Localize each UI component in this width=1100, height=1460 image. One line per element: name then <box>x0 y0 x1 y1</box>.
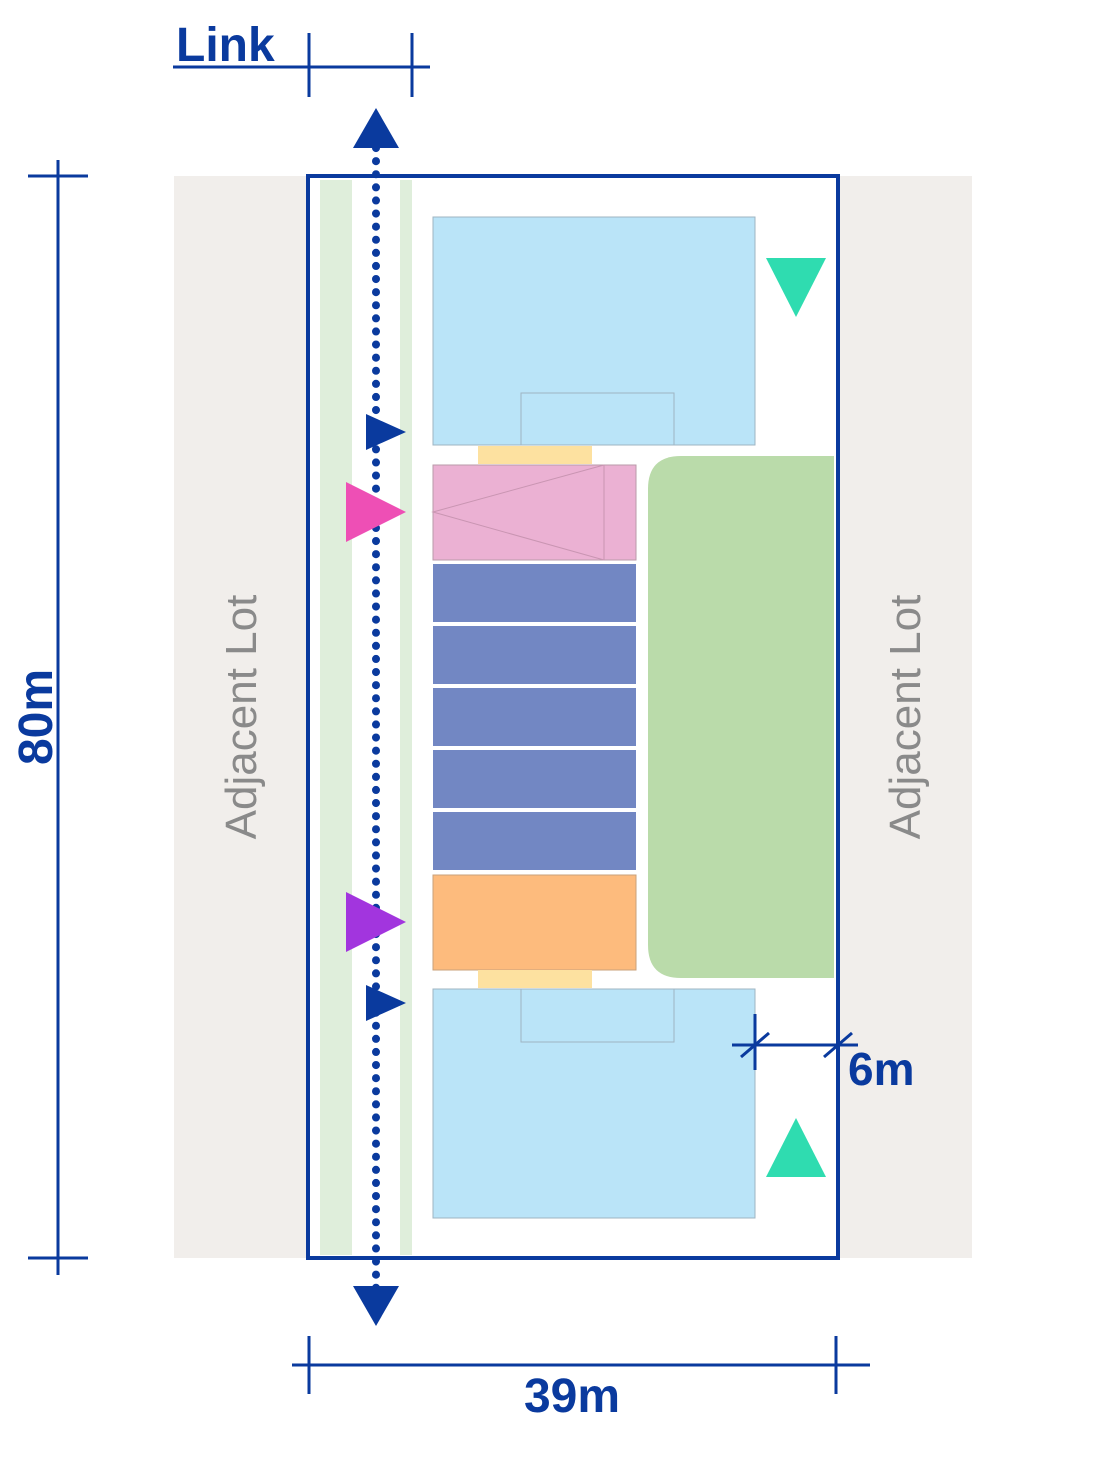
setback-dimension-slash <box>740 1031 770 1059</box>
adjacent-lot-right-label: Adjacent Lot <box>881 595 930 840</box>
green-space <box>648 456 834 978</box>
connector-top <box>478 446 592 464</box>
building-top-inner <box>520 392 675 446</box>
link-access-top-icon <box>366 414 406 450</box>
blue-unit <box>433 750 636 808</box>
adjacent-lot-left <box>174 176 308 1258</box>
orange-unit <box>432 874 637 971</box>
pink-unit <box>432 464 637 561</box>
height-label: 80m <box>10 669 63 765</box>
teal-entry-top-icon <box>766 258 826 317</box>
link-strip-right <box>400 180 412 1255</box>
setback-label: 6m <box>848 1043 914 1095</box>
pink-unit-lines <box>431 464 605 561</box>
link-access-bottom-icon <box>366 985 406 1021</box>
teal-entry-bottom-icon <box>766 1118 826 1177</box>
blue-unit <box>433 626 636 684</box>
connector-bottom <box>478 970 592 988</box>
adjacent-lot-left-label: Adjacent Lot <box>217 595 266 840</box>
purple-entry-icon <box>346 892 406 952</box>
blue-unit <box>433 564 636 622</box>
blue-unit <box>433 688 636 746</box>
arrow-down-icon <box>353 1286 399 1326</box>
building-bottom-inner <box>520 988 675 1043</box>
link-label: Link <box>176 19 275 72</box>
link-strip-left <box>320 180 352 1255</box>
adjacent-lot-right <box>838 176 972 1258</box>
width-label: 39m <box>524 1370 620 1423</box>
blue-unit <box>433 812 636 870</box>
arrow-up-icon <box>353 108 399 148</box>
pink-entry-icon <box>346 482 406 542</box>
setback-dimension-slash <box>823 1031 853 1059</box>
site-boundary <box>306 174 840 1260</box>
